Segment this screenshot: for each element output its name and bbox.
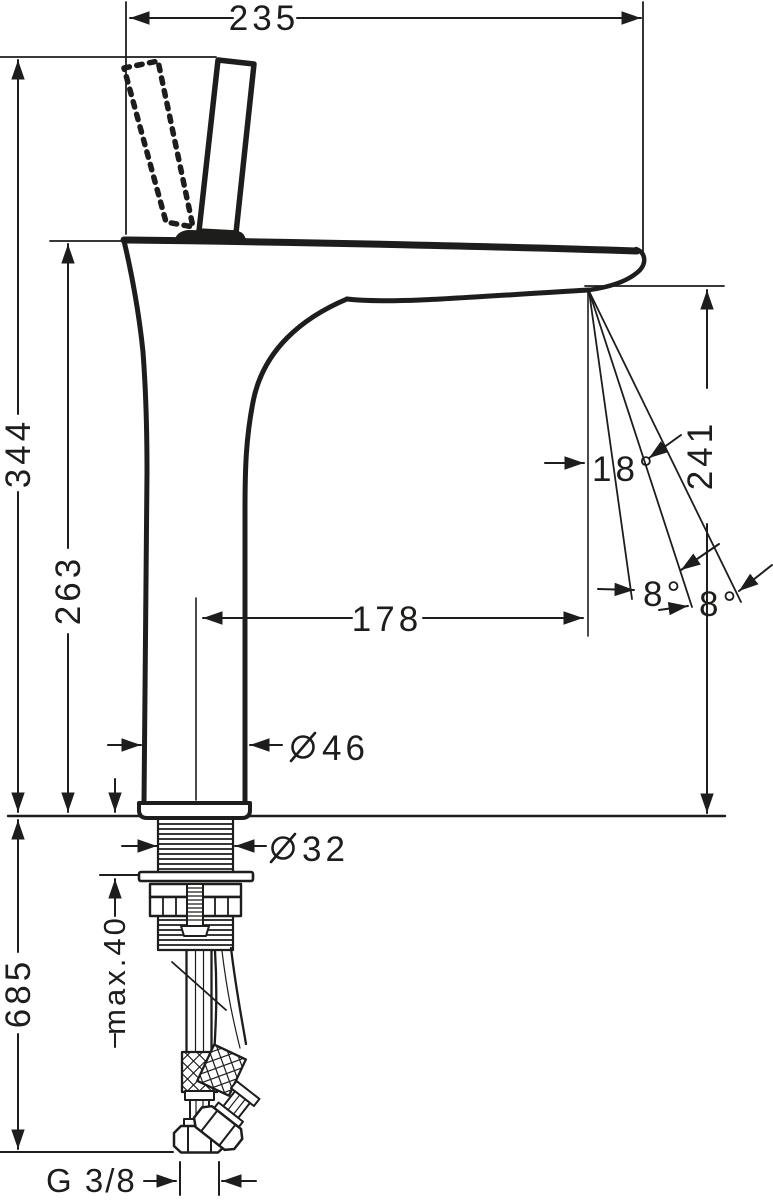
dim-label-outlet-height: 241 [681, 420, 720, 490]
faucet-body [120, 57, 647, 820]
spout-end-curl [586, 246, 647, 293]
dim-label-shank-diameter: 32 [302, 830, 349, 869]
dim-label-angle-upper: 8° [643, 575, 684, 614]
hose-vertical-inner [194, 949, 205, 1053]
diameter-icon [269, 832, 297, 864]
spray-line-18deg [588, 290, 693, 608]
hose-vertical-tube [185, 948, 213, 1054]
mounting-flange [137, 870, 255, 883]
hose-break-line [171, 961, 227, 1011]
hose-angled-inner [221, 950, 241, 1049]
dim-label-hose-length: 685 [0, 958, 38, 1028]
diameter-icon [289, 731, 317, 763]
dim-8deg2-left [658, 602, 689, 616]
spout-underside [344, 287, 592, 304]
dim-8deg1-left [597, 582, 635, 597]
dim-label-angle-lower: 8° [699, 585, 740, 624]
rod-tip [180, 925, 210, 937]
thread-ticks [179, 1161, 220, 1196]
spout-top-edge [120, 236, 641, 255]
handle-lever [196, 57, 257, 236]
handle-swivel-dashed-outline [121, 58, 196, 230]
dimension-lines [11, 11, 773, 1188]
dim-label-spout-top-height: 263 [49, 555, 88, 625]
dim-8deg1-right [680, 543, 720, 571]
dim-label-clamp-range: max.40 [97, 915, 132, 1035]
supply-hoses [171, 946, 270, 1156]
column-left-edge [121, 238, 150, 806]
dim-label-total-width: 235 [229, 0, 299, 38]
column-base [137, 801, 252, 820]
dim-label-body-diameter: 46 [322, 729, 369, 768]
shank-threads-upper [156, 818, 235, 874]
center-rod-threads [186, 887, 204, 921]
dim-8deg2-right [738, 564, 773, 592]
extension-lines [0, 1, 727, 1196]
column-right-edge [242, 296, 350, 806]
dim-label-total-height: 344 [0, 418, 38, 488]
dim-label-angle-center: 18° [592, 450, 657, 489]
dim-18deg-right [648, 434, 682, 459]
mounting-shank [137, 818, 255, 952]
dim-label-spout-reach: 178 [352, 600, 422, 639]
spray-line-8deg [588, 290, 633, 600]
dim-label-thread-size: G 3/8 [46, 1162, 137, 1199]
